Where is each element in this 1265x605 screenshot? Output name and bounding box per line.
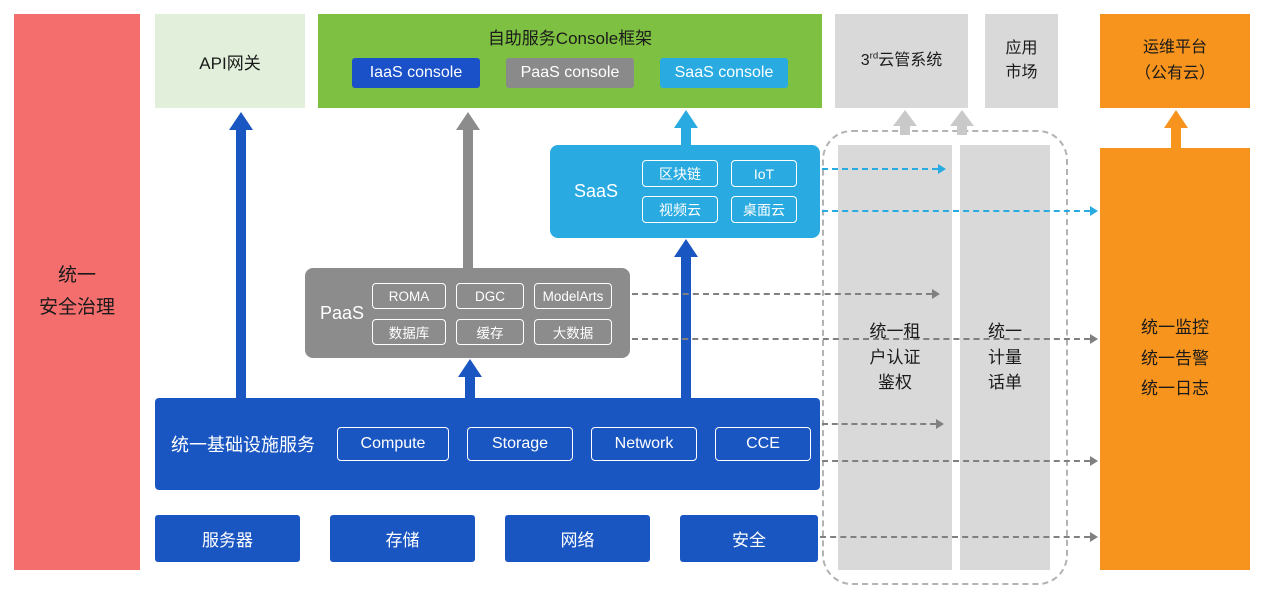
saas-items: 区块链 IoT 视频云 桌面云 [642,160,797,223]
saas-item-blockchain: 区块链 [642,160,718,187]
infrastructure-label: 统一基础设施服务 [171,435,315,455]
app-market-box: 应用 市场 [985,14,1058,108]
resource-security-box: 安全 [680,515,818,562]
dashed-paas-to-auth [632,288,940,300]
dashed-paas-to-monitoring [632,333,1098,345]
tenant-metering-dashed-frame [822,130,1068,585]
saas-box: SaaS 区块链 IoT 视频云 桌面云 [550,145,820,238]
metering-label: 统一 计量 话单 [988,322,1022,393]
resource-server-box: 服务器 [155,515,300,562]
app-market-label: 应用 市场 [1005,40,1038,81]
saas-item-desktop-cloud: 桌面云 [731,196,797,223]
infra-item-storage: Storage [467,427,573,461]
infra-item-cce: CCE [715,427,811,461]
paas-label: PaaS [320,303,365,323]
resource-storage-box: 存储 [330,515,475,562]
infra-item-network: Network [591,427,697,461]
saas-label: SaaS [574,181,619,201]
monitoring-box: 统一监控 统一告警 统一日志 [1100,148,1250,570]
infra-item-compute: Compute [337,427,449,461]
paas-items: ROMA DGC ModelArts 数据库 缓存 大数据 [372,283,612,345]
monitoring-label: 统一监控 统一告警 统一日志 [1141,318,1209,399]
om-platform-label: 运维平台 （公有云） [1134,39,1215,82]
dashed-infra-to-monitoring [822,455,1098,467]
infrastructure-box: 统一基础设施服务 Compute Storage Network CCE [155,398,820,490]
third-party-cloud-label: 3rd云管系统 [860,50,943,69]
paas-item-database: 数据库 [372,319,446,345]
paas-item-roma: ROMA [372,283,446,309]
third-party-cloud-box: 3rd云管系统 [835,14,968,108]
om-platform-box: 运维平台 （公有云） [1100,14,1250,108]
dashed-infra-to-auth [822,418,944,430]
api-gateway-box: API网关 [155,14,305,108]
tenant-auth-bar: 统一租 户认证 鉴权 [838,145,952,570]
paas-console-button: PaaS console [506,58,634,88]
saas-item-iot: IoT [731,160,797,187]
saas-console-button: SaaS console [660,58,788,88]
dashed-saas-to-auth [822,163,946,175]
paas-item-cache: 缓存 [456,319,524,345]
resource-network-box: 网络 [505,515,650,562]
console-button-row: IaaS console PaaS console SaaS console [318,58,822,88]
infrastructure-items: Compute Storage Network CCE [337,427,811,461]
paas-box: PaaS ROMA DGC ModelArts 数据库 缓存 大数据 [305,268,630,358]
metering-bar: 统一 计量 话单 [960,145,1050,570]
paas-item-bigdata: 大数据 [534,319,612,345]
saas-item-video-cloud: 视频云 [642,196,718,223]
security-governance-bar: 统一 安全治理 [14,14,140,570]
paas-item-dgc: DGC [456,283,524,309]
dashed-security-to-monitoring [820,531,1098,543]
tenant-auth-label: 统一租 户认证 鉴权 [869,322,921,393]
api-gateway-label: API网关 [199,53,261,73]
security-governance-label: 统一 安全治理 [38,264,115,318]
iaas-console-button: IaaS console [352,58,480,88]
paas-item-modelarts: ModelArts [534,283,612,309]
dashed-saas-to-monitoring [822,205,1098,217]
console-frame-title: 自助服务Console框架 [487,28,653,48]
console-frame-box: 自助服务Console框架 IaaS console PaaS console … [318,14,822,108]
